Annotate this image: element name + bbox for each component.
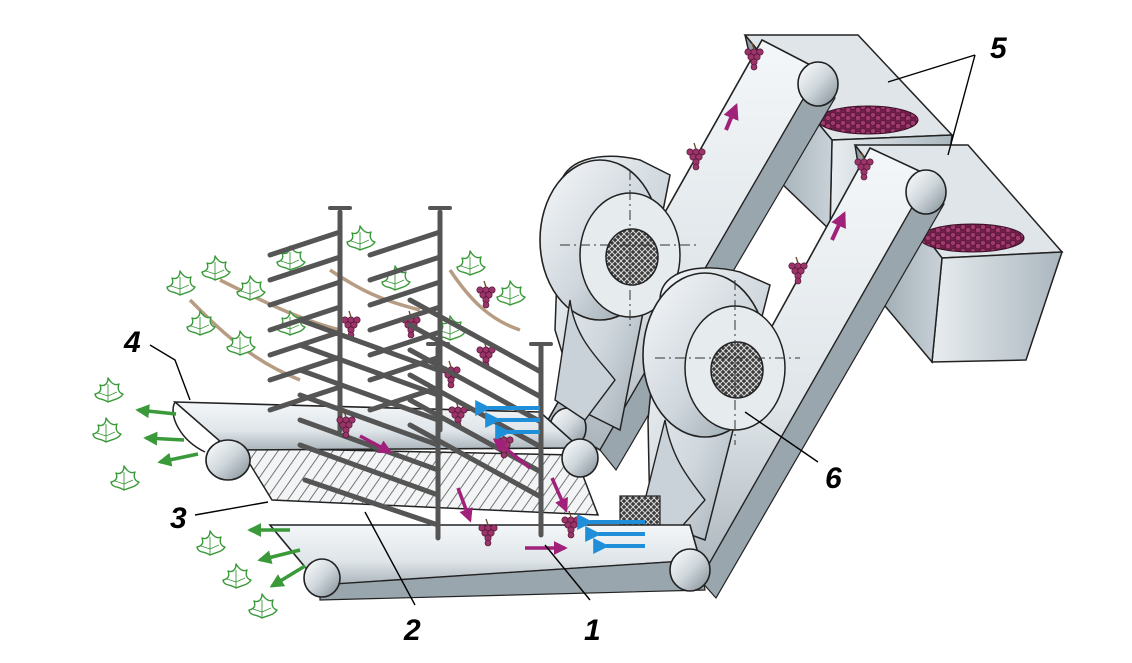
callout-6: 6	[825, 462, 842, 495]
callout-leaders	[149, 54, 976, 606]
callout-1: 1	[584, 614, 601, 647]
grape-vine-foliage	[166, 225, 526, 429]
ejected-leaves	[92, 377, 306, 619]
fan-lower	[619, 267, 800, 541]
air-flow-arrows	[475, 400, 645, 554]
callout-4: 4	[123, 326, 141, 359]
inclined-screen	[238, 447, 600, 516]
callout-2: 2	[403, 614, 421, 647]
callout-5: 5	[990, 32, 1008, 65]
callout-3: 3	[170, 502, 187, 535]
fan-upper	[539, 155, 700, 432]
grape-flow-arrows	[359, 434, 568, 555]
